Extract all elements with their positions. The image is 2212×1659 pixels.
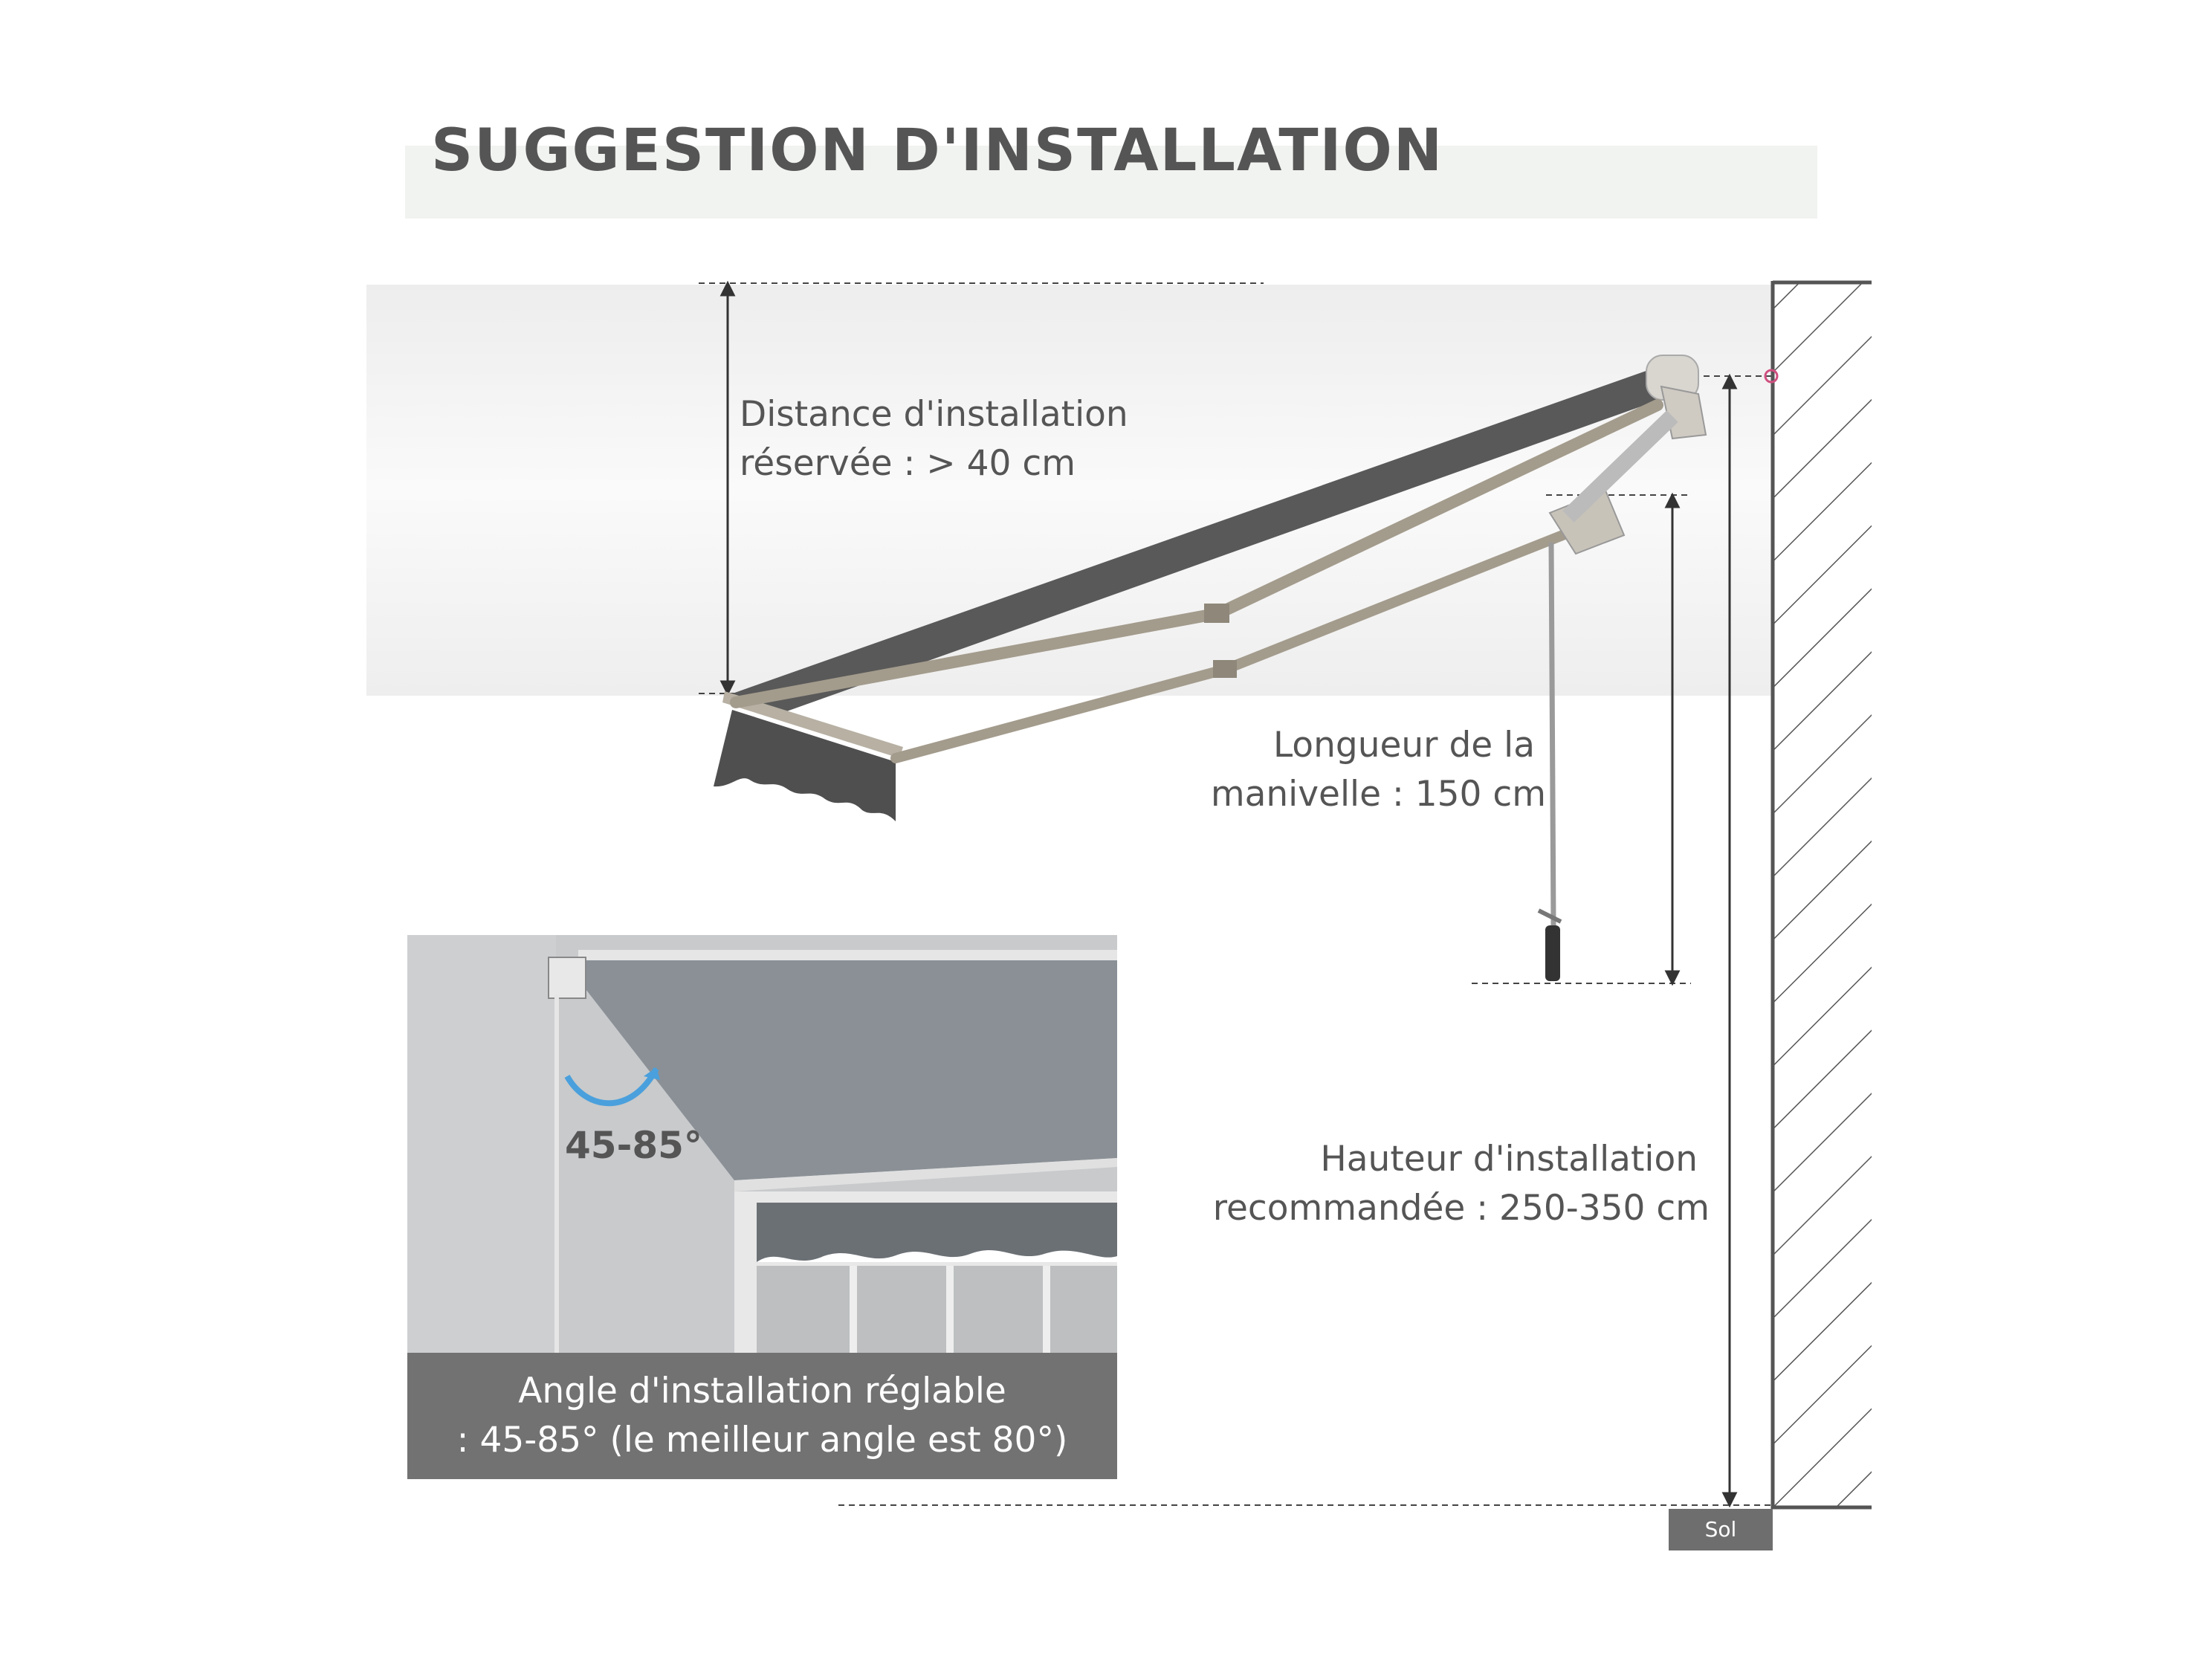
wall: [1770, 280, 1872, 1510]
clearance-zone: [366, 285, 1771, 696]
title-band: [405, 146, 1817, 219]
awning: [714, 355, 1707, 981]
clearance-label-line2: réservée : > 40 cm: [740, 443, 1076, 484]
angle-arc-icon: [564, 1067, 659, 1107]
inset-angle-illustration: [407, 935, 1117, 1353]
inset-awning-fabric: [578, 957, 1117, 1180]
crank-label-line1: Longueur de la: [1272, 725, 1535, 766]
dimension-arrows: [719, 280, 1738, 1508]
inset-caption: Angle d'installation réglable : 45-85° (…: [407, 1353, 1117, 1479]
clearance-label-line1: Distance d'installation: [740, 394, 1128, 435]
crank-label-line2: manivelle : 150 cm: [1210, 774, 1546, 815]
reference-lines: [699, 282, 1771, 1506]
height-label: Hauteur d'installation recommandée : 250…: [1197, 1135, 1710, 1233]
inset-angle-label: 45-85°: [565, 1124, 702, 1167]
height-label-line2: recommandée : 250-350 cm: [1212, 1188, 1710, 1229]
crank-label: Longueur de la manivelle : 150 cm: [1197, 721, 1546, 819]
page-title: SUGGESTION D'INSTALLATION: [431, 117, 1444, 184]
height-label-line1: Hauteur d'installation: [1320, 1139, 1698, 1180]
clearance-label: Distance d'installation réservée : > 40 …: [740, 390, 1128, 488]
inset-caption-line1: Angle d'installation réglable: [518, 1371, 1006, 1411]
ground-label: Sol: [1669, 1509, 1773, 1550]
inset-caption-line2: : 45-85° (le meilleur angle est 80°): [456, 1420, 1068, 1461]
mount-point-marker: [1764, 369, 1779, 384]
